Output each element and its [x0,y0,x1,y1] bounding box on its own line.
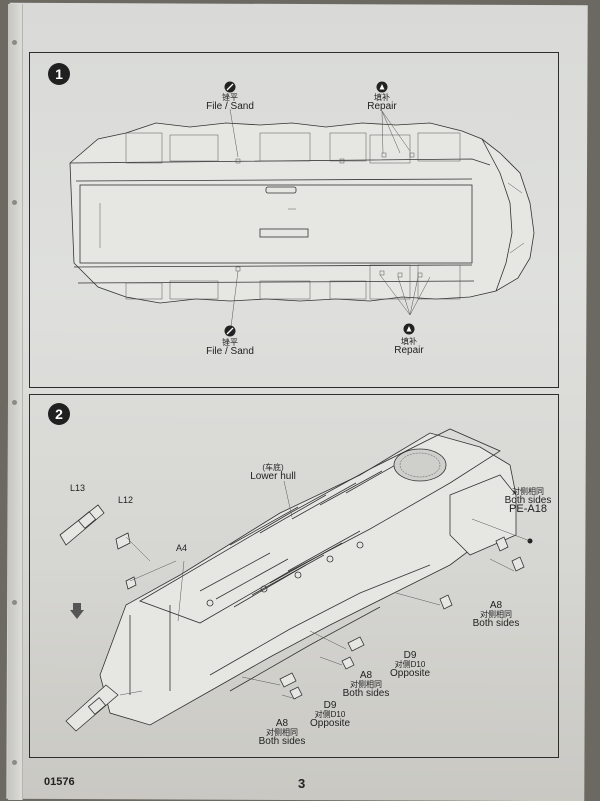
step-2-panel: 2 [29,394,559,758]
repair-icon [403,323,415,335]
file-sand-icon [224,81,236,93]
part-l12-label: L12 [118,495,134,505]
file-sand-icon [224,325,236,337]
page-number: 3 [298,776,306,791]
lower-hull-label: (车底)Lower hull [250,463,296,482]
lower-hull-drawing [59,428,533,732]
part-l13-label: L13 [70,483,86,493]
hull-top-view-drawing [69,108,535,336]
repair-icon [376,81,388,93]
down-arrow-icon [70,603,84,619]
kit-code: 01576 [44,776,75,788]
binder-holes [12,0,20,800]
part-a4-label: A4 [176,543,188,553]
step-1-badge: 1 [48,63,70,85]
step-2-badge: 2 [48,403,70,425]
